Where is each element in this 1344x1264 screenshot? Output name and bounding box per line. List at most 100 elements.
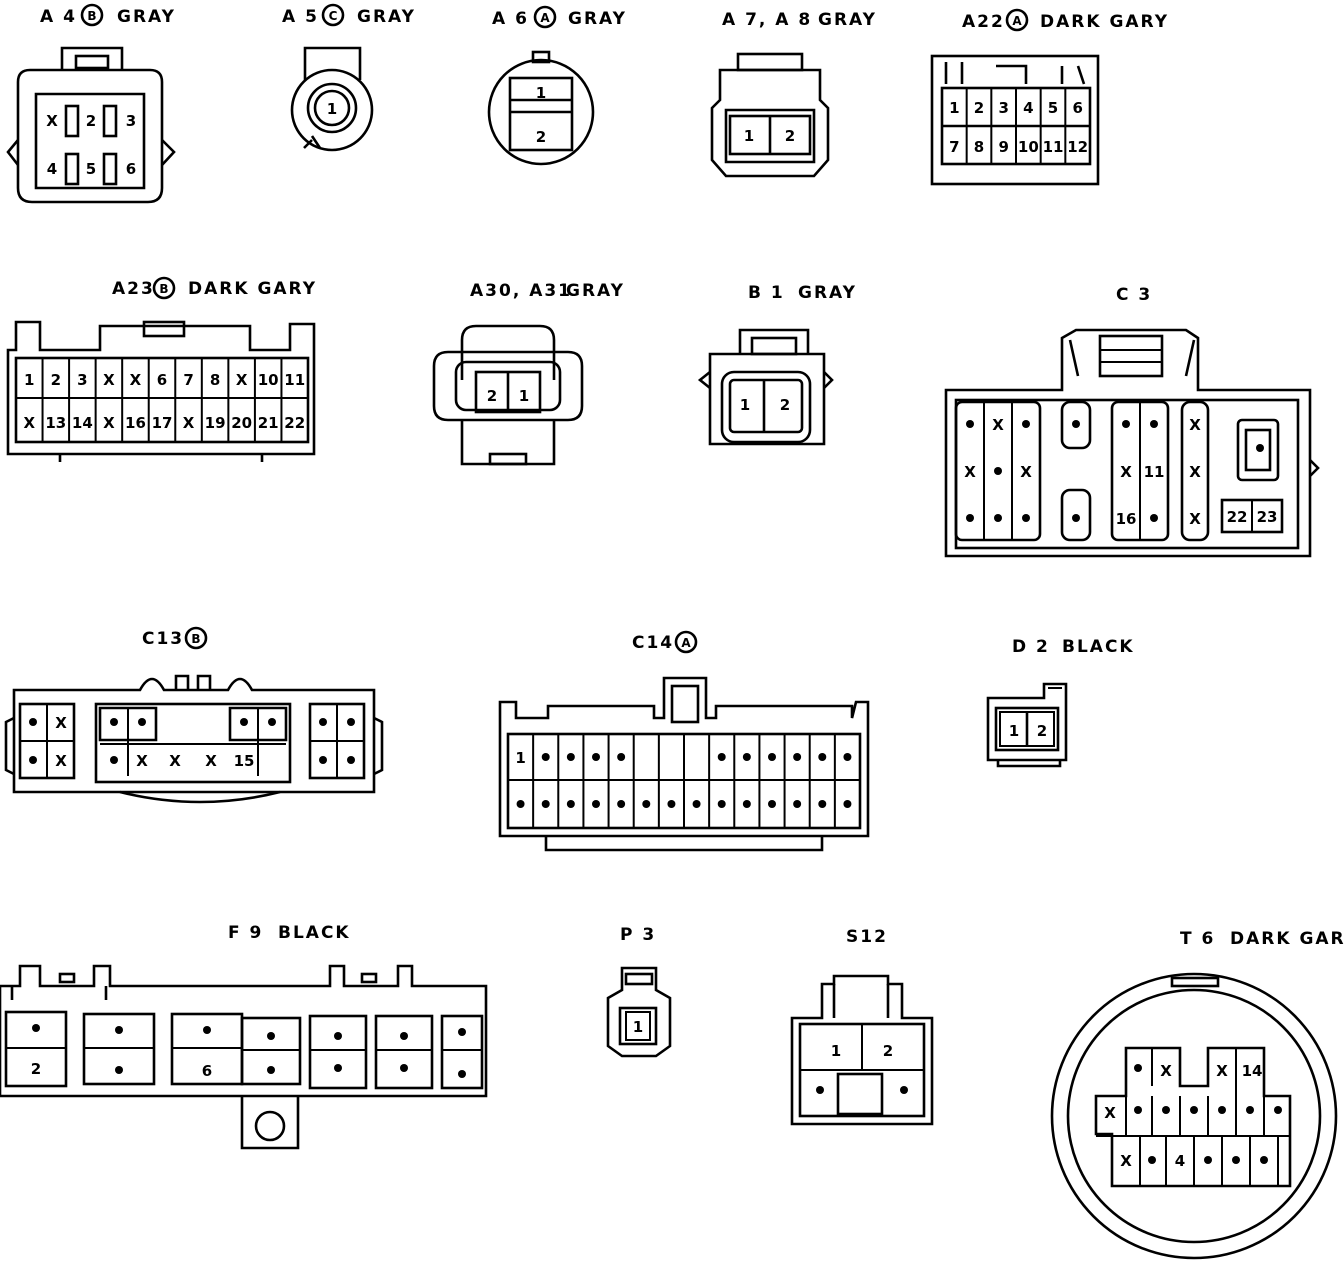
c13-circle-letter: B — [191, 632, 200, 646]
a7a8-label: A 7, A 8 — [722, 10, 812, 30]
a6-label: A 6 — [492, 9, 529, 29]
c13-pin-x3: X — [136, 752, 148, 770]
t6-pin-x2: X — [1216, 1062, 1228, 1080]
a6-circle-marker — [533, 5, 557, 29]
a23-label: A23 — [112, 279, 155, 299]
connector-f9: F 9 BLACK 2 6 — [0, 923, 488, 1150]
s12-pin-1: 1 — [831, 1042, 841, 1060]
b1-color: GRAY — [798, 283, 857, 303]
a5-pin-1: 1 — [327, 100, 337, 118]
connector-c3: C 3 X X X X 11 16 X X X 22 — [944, 285, 1320, 558]
b1-pin-1: 1 — [740, 396, 750, 414]
c13-pin-x2: X — [55, 752, 67, 770]
c14-pin-dot — [768, 800, 776, 808]
c14-pin-dot — [516, 800, 525, 808]
d2-color: BLACK — [1062, 637, 1135, 657]
t6-pin-dot — [1162, 1106, 1170, 1114]
t6-pin-dot — [1232, 1156, 1240, 1164]
t6-pin-dot — [1274, 1106, 1282, 1114]
c13-pin-x4: X — [169, 752, 181, 770]
a23-pin-r1-9: 10 — [258, 371, 279, 389]
a4-circle-letter: B — [87, 9, 96, 23]
c3-pin-x7: X — [1189, 510, 1201, 528]
a4-pin-5: 5 — [86, 160, 96, 178]
a4-pin-4: 4 — [47, 160, 57, 178]
a22-pin-10: 10 — [1018, 138, 1039, 156]
a30a31-color: GRAY — [566, 281, 625, 301]
c14-pin-dot — [818, 800, 827, 808]
connector-a30-a31: A30, A31 GRAY 2 1 — [432, 281, 625, 466]
c14-pin-dot — [843, 800, 852, 808]
a23-pin-r2-6: X — [183, 414, 195, 432]
a22-pin-8: 8 — [974, 138, 984, 156]
f9-label: F 9 — [228, 923, 263, 943]
c14-pin-dot — [541, 753, 550, 761]
a23-pin-r1-0: 1 — [24, 371, 34, 389]
b1-label: B 1 — [748, 283, 785, 303]
a22-pin-9: 9 — [998, 138, 1008, 156]
a7a8-pin-2: 2 — [785, 127, 795, 145]
t6-pin-dot — [1204, 1156, 1212, 1164]
a30a31-pin-2: 2 — [487, 387, 497, 405]
a4-circle-marker — [80, 3, 104, 27]
a23-pin-r1-3: X — [103, 371, 115, 389]
t6-pin-dot — [1190, 1106, 1198, 1114]
t6-pin-dot — [1246, 1106, 1254, 1114]
a23-pin-r2-2: 14 — [72, 414, 93, 432]
c14-label: C14 — [632, 633, 674, 653]
a23-circle-letter: B — [159, 282, 168, 296]
d2-pin-2: 2 — [1037, 722, 1047, 740]
t6-pin-4: 4 — [1175, 1152, 1185, 1170]
connector-d2: D 2 BLACK 1 2 — [986, 637, 1135, 768]
c14-pin-dot — [617, 800, 626, 808]
c3-pin-x6: X — [1189, 463, 1201, 481]
a22-label: A22 — [962, 12, 1005, 32]
c3-pin-11: 11 — [1144, 463, 1165, 481]
f9-pin-2: 2 — [31, 1060, 41, 1078]
a23-pin-r2-10: 22 — [284, 414, 305, 432]
c13-circle-marker — [184, 626, 208, 650]
d2-pin-1: 1 — [1009, 722, 1019, 740]
c14-pin-dot — [742, 753, 751, 761]
a23-pin-r1-8: X — [236, 371, 248, 389]
a6-color: GRAY — [568, 9, 627, 29]
c14-pin-1: 1 — [515, 749, 525, 767]
a23-pin-r2-3: X — [103, 414, 115, 432]
f9-pin-6: 6 — [202, 1062, 212, 1080]
a4-label: A 4 — [40, 7, 77, 27]
a4-color: GRAY — [117, 7, 176, 27]
c14-pin-dot — [717, 753, 726, 761]
c13-pin-x5: X — [205, 752, 217, 770]
t6-pin-x1: X — [1160, 1062, 1172, 1080]
c14-pin-dot — [617, 753, 626, 761]
connector-a4: A 4 B GRAY X 2 3 4 5 6 — [6, 3, 176, 204]
a23-pin-r2-4: 16 — [125, 414, 146, 432]
a23-pin-r1-4: X — [130, 371, 142, 389]
c14-pin-dot — [793, 800, 802, 808]
c14-pin-dot — [566, 753, 575, 761]
a23-pin-r2-8: 20 — [231, 414, 252, 432]
a22-circle-letter: A — [1012, 14, 1022, 28]
d2-label: D 2 — [1012, 637, 1050, 657]
c13-pin-x1: X — [55, 714, 67, 732]
t6-label: T 6 — [1180, 929, 1215, 949]
c3-pin-x2: X — [964, 463, 976, 481]
a22-pin-7: 7 — [949, 138, 959, 156]
c13-label: C13 — [142, 629, 184, 649]
a22-circle-marker — [1005, 8, 1029, 32]
a6-pin-1: 1 — [536, 84, 546, 102]
a22-pin-1: 1 — [949, 99, 959, 117]
c14-pin-dot — [793, 753, 802, 761]
p3-label: P 3 — [620, 925, 656, 945]
c3-pin-22: 22 — [1227, 508, 1248, 526]
a6-circle-letter: A — [540, 11, 550, 25]
t6-pin-x4: X — [1120, 1152, 1132, 1170]
a23-circle-marker — [152, 276, 176, 300]
c3-pin-x4: X — [1120, 463, 1132, 481]
c14-pin-dot — [566, 800, 575, 808]
s12-label: S12 — [846, 927, 888, 947]
a23-pin-r1-10: 11 — [284, 371, 305, 389]
a4-pin-3: 3 — [126, 112, 136, 130]
